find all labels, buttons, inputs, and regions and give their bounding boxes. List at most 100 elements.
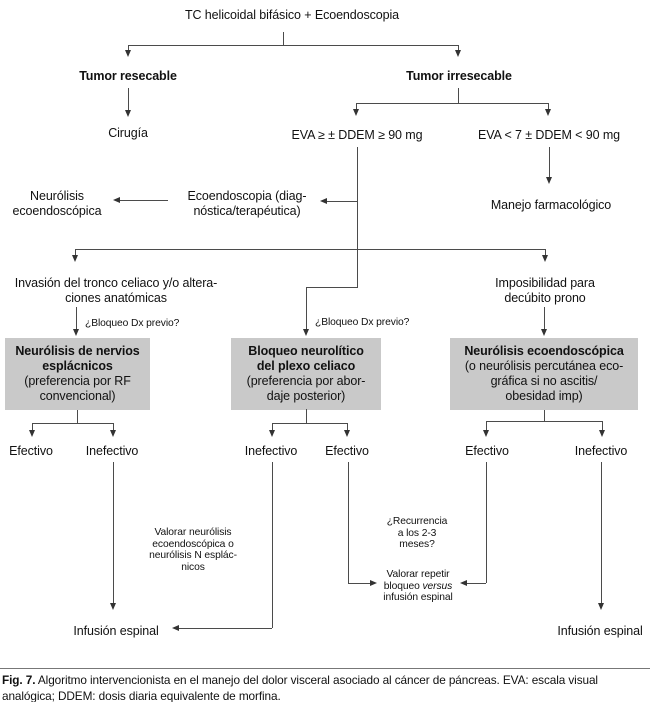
arrow-left-icon bbox=[320, 197, 327, 204]
node-neurolisis-eco-line2: ecoendoscópica bbox=[12, 204, 102, 218]
box-neurolisis-esplacnicos: Neurólisis de nervios esplácnicos (prefe… bbox=[5, 338, 150, 410]
note-valorar-repetir: Valorar repetir bloqueo versus infusión … bbox=[383, 569, 452, 604]
note-valorar-repetir-line2-versus: versus bbox=[422, 580, 453, 592]
note-recurrencia-line1: ¿Recurrencia bbox=[386, 516, 448, 527]
connector-box3-fan bbox=[486, 421, 602, 422]
connector-jog-vertical bbox=[306, 287, 307, 329]
arrow-down-icon bbox=[352, 109, 359, 116]
outcome-box3-efectivo: Efectivo bbox=[465, 444, 509, 458]
connector-irresecable-stub2 bbox=[458, 88, 459, 103]
connector-evabaja-manejo bbox=[549, 147, 550, 177]
connector-box1-fan bbox=[32, 423, 113, 424]
caption-divider bbox=[0, 668, 650, 669]
arrow-down-icon bbox=[302, 329, 309, 336]
arrow-down-icon bbox=[454, 50, 461, 57]
outcome-box3-inefectivo: Inefectivo bbox=[574, 444, 628, 458]
arrow-down-icon bbox=[598, 430, 605, 437]
box3-line4: obesidad imp) bbox=[505, 389, 583, 403]
note-recurrencia-line2: a los 2-3 bbox=[397, 527, 437, 539]
node-imposibilidad-line2: decúbito prono bbox=[504, 291, 586, 305]
node-invasion-line1: Invasión del tronco celiaco y/o altera- bbox=[14, 276, 218, 290]
note-valorar-repetir-line2-pre: bloqueo bbox=[383, 580, 423, 592]
box2-line2: del plexo celiaco bbox=[256, 359, 356, 373]
connector-root-stub bbox=[283, 32, 284, 45]
node-neurolisis-eco: Neurólisis ecoendoscópica bbox=[13, 189, 102, 219]
arrow-down-icon bbox=[109, 603, 116, 610]
arrow-left-icon bbox=[113, 196, 120, 203]
arrow-right-icon bbox=[370, 579, 377, 586]
arrow-left-icon bbox=[172, 624, 179, 631]
node-root: TC helicoidal bifásico + Ecoendoscopia bbox=[184, 8, 400, 22]
outcome-box1-inefectivo: Inefectivo bbox=[85, 444, 139, 458]
connector-eva-split bbox=[356, 103, 548, 104]
note-recurrencia: ¿Recurrencia a los 2-3 meses? bbox=[387, 516, 448, 551]
node-ecoendoscopia-line1: Ecoendoscopia (diag- bbox=[187, 189, 307, 203]
box2-line3: (preferencia por abor- bbox=[246, 374, 366, 388]
connector-imposibilidad-box3 bbox=[544, 307, 545, 329]
connector-box3-stub bbox=[544, 410, 545, 421]
outcome-box2-inefectivo: Inefectivo bbox=[244, 444, 298, 458]
box1-line3: (preferencia por RF bbox=[24, 374, 131, 388]
arrow-down-icon bbox=[72, 329, 79, 336]
terminal-infusion-espinal-right: Infusión espinal bbox=[557, 624, 643, 638]
node-ecoendoscopia-line2: nóstica/terapéutica) bbox=[193, 204, 301, 218]
caption-text: Algoritmo intervencionista en el manejo … bbox=[2, 673, 598, 702]
connector-box2-stub bbox=[306, 409, 307, 423]
connector-box1-right bbox=[113, 423, 114, 430]
arrow-down-icon bbox=[124, 110, 131, 117]
connector-eva-baja-stub bbox=[548, 103, 549, 109]
arrow-down-icon bbox=[545, 177, 552, 184]
connector-invasion-stub bbox=[75, 249, 76, 255]
connector-root-split bbox=[128, 45, 458, 46]
connector-main-vertical bbox=[357, 147, 358, 287]
connector-inefectivo2-horizontal bbox=[179, 628, 272, 629]
connector-efectivo2-horizontal bbox=[348, 583, 370, 584]
box1-line2: esplácnicos bbox=[42, 359, 113, 373]
box1-line1: Neurólisis de nervios bbox=[15, 344, 140, 358]
label-bloqueo-dx-2: ¿Bloqueo Dx previo? bbox=[315, 317, 410, 328]
connector-box2-right bbox=[347, 423, 348, 430]
connector-wide-split bbox=[75, 249, 545, 250]
box1-line4: convencional) bbox=[39, 389, 116, 403]
connector-inefectivo2-vertical bbox=[272, 462, 273, 628]
arrow-down-icon bbox=[124, 50, 131, 57]
node-imposibilidad-line1: Imposibilidad para bbox=[495, 276, 595, 290]
arrow-down-icon bbox=[544, 109, 551, 116]
connector-efectivo2-vertical bbox=[348, 462, 349, 583]
note-recurrencia-line3: meses? bbox=[399, 539, 435, 551]
connector-eva-alta-stub bbox=[356, 103, 357, 109]
box3-line2: (o neurólisis percutánea eco- bbox=[464, 359, 624, 373]
node-tumor-resecable: Tumor resecable bbox=[79, 69, 177, 83]
node-invasion: Invasión del tronco celiaco y/o altera- … bbox=[14, 276, 218, 306]
note-valorar-neurolisis-line1: Valorar neurólisis bbox=[154, 527, 232, 538]
node-neurolisis-eco-line1: Neurólisis bbox=[30, 189, 84, 203]
connector-jog-horizontal bbox=[306, 287, 358, 288]
node-eva-alta: EVA ≥ ± DDEM ≥ 90 mg bbox=[291, 128, 423, 142]
connector-to-ecoendoscopia bbox=[327, 201, 357, 202]
note-valorar-repetir-line2: bloqueo versus bbox=[383, 580, 453, 593]
note-valorar-neurolisis-line4: nicos bbox=[181, 561, 205, 573]
arrow-down-icon bbox=[28, 430, 35, 437]
connector-irresecable-stub bbox=[458, 45, 459, 51]
box3-line1: Neurólisis ecoendoscópica bbox=[464, 344, 624, 358]
terminal-infusion-espinal-left: Infusión espinal bbox=[73, 624, 159, 638]
connector-box1-stub bbox=[77, 410, 78, 423]
connector-box1-left bbox=[32, 423, 33, 430]
box3-line3: gráfica si no ascitis/ bbox=[490, 374, 598, 388]
node-cirugia: Cirugía bbox=[108, 126, 148, 140]
box-neurolisis-ecoendoscopica: Neurólisis ecoendoscópica (o neurólisis … bbox=[450, 338, 638, 410]
connector-eco-to-neurolisis bbox=[120, 200, 168, 201]
figure-caption: Fig. 7. Algoritmo intervencionista en el… bbox=[2, 672, 648, 702]
node-ecoendoscopia: Ecoendoscopia (diag- nóstica/terapéutica… bbox=[188, 189, 307, 219]
connector-box3-left bbox=[486, 421, 487, 430]
note-valorar-neurolisis: Valorar neurólisis ecoendoscópica o neur… bbox=[149, 527, 237, 573]
arrow-down-icon bbox=[343, 430, 350, 437]
outcome-box1-efectivo: Efectivo bbox=[9, 444, 53, 458]
arrow-down-icon bbox=[597, 603, 604, 610]
caption-prefix: Fig. 7. bbox=[2, 673, 36, 687]
connector-box2-fan bbox=[272, 423, 347, 424]
note-valorar-neurolisis-line2: ecoendoscópica o bbox=[152, 538, 234, 550]
node-manejo-farmacologico: Manejo farmacológico bbox=[490, 198, 612, 212]
connector-inefectivo3-infusion bbox=[601, 462, 602, 603]
